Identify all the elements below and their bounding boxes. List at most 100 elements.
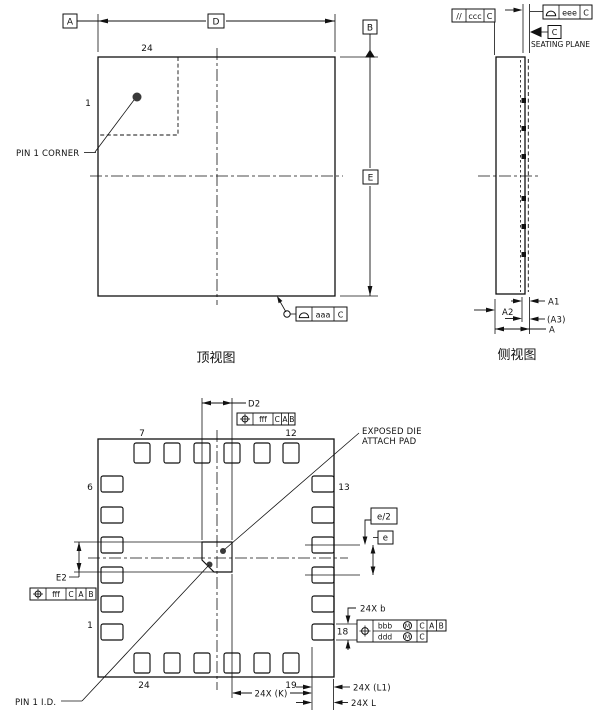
- arrowhead: [277, 296, 283, 304]
- fcf-datum: A: [78, 590, 84, 599]
- aaa-datum: C: [338, 311, 344, 320]
- left-pad-column: [100, 475, 124, 641]
- datum-b-label: B: [367, 24, 373, 34]
- side-view-caption: 侧视图: [497, 348, 536, 363]
- arrowhead: [232, 690, 241, 696]
- exposed-die-attach-pad: [201, 541, 233, 573]
- package-body-outline: [97, 56, 336, 297]
- pin6-label: 6: [87, 483, 93, 493]
- dim-d2-label: D2: [248, 400, 260, 410]
- dim-e-half-label: e/2: [377, 513, 391, 523]
- arrowhead: [362, 536, 368, 545]
- arrowhead: [303, 690, 312, 696]
- arrowhead: [202, 400, 211, 406]
- arrowhead: [367, 286, 373, 296]
- pin1-id-leader: [81, 564, 210, 702]
- dim-a-label: A: [549, 326, 555, 336]
- parallelism-icon: //: [456, 12, 462, 21]
- datum-a-label: A: [67, 18, 74, 28]
- mmc-modifier-icon: [403, 621, 412, 631]
- b-fcf: bbb M C A B ddd M C: [356, 619, 447, 643]
- ccc-value: ccc: [468, 12, 481, 21]
- package-body-outline: [97, 438, 335, 678]
- pin1-id-label: PIN 1 I.D.: [15, 698, 56, 708]
- position-tolerance-icon: [359, 625, 371, 637]
- bottom-view: 7 12 6 13 1 18 24 19 D2 fff C A B: [15, 398, 447, 710]
- fcf-value: ddd: [378, 632, 393, 641]
- mmc-modifier: M: [405, 623, 410, 630]
- e-half-box: [370, 507, 398, 525]
- pin24-label: 24: [138, 681, 150, 691]
- arrowhead: [76, 563, 82, 572]
- position-tolerance-icon: [33, 589, 43, 599]
- pin12-label: 12: [285, 429, 296, 439]
- mmc-modifier-icon: [403, 632, 412, 642]
- fcf-datum: C: [419, 621, 424, 630]
- pin1-label: 1: [87, 621, 93, 631]
- arrowhead: [303, 700, 312, 705]
- datum-b-triangle: [365, 49, 375, 58]
- ccc-datum: C: [487, 12, 493, 21]
- arrowhead: [325, 18, 335, 24]
- arrowhead: [520, 326, 530, 332]
- exposed-pad-label-line1: EXPOSED DIE: [362, 427, 422, 437]
- top-view: PIN 1 CORNER 24 1 A D B E: [16, 13, 379, 366]
- pin24-label: 24: [141, 44, 153, 54]
- arrowhead: [370, 566, 376, 575]
- pin13-label: 13: [338, 483, 349, 493]
- exposed-pad-label-line2: ATTACH PAD: [362, 437, 417, 447]
- b-bracket: [347, 607, 356, 616]
- arrowhead: [529, 298, 539, 304]
- arrowhead: [513, 298, 522, 304]
- dim-k-label: 24X (K): [255, 690, 288, 700]
- top-pad-row: [133, 442, 300, 464]
- fcf-datum: B: [88, 590, 93, 599]
- arrowhead: [223, 400, 232, 406]
- bottom-pad-row: [133, 652, 300, 674]
- mmc-modifier: M: [405, 634, 410, 641]
- pin7-label: 7: [139, 429, 145, 439]
- arrowhead: [345, 615, 351, 624]
- fcf-datum: C: [419, 632, 424, 641]
- arrowhead: [333, 684, 343, 690]
- fcf-datum: A: [282, 415, 288, 424]
- arrowhead: [529, 316, 539, 322]
- eee-value: eee: [562, 9, 577, 18]
- dim-e-label: e: [383, 534, 388, 544]
- arrowhead: [370, 545, 376, 554]
- dim-l-label: 24X L: [351, 699, 376, 709]
- terminal-stubs: [521, 98, 526, 257]
- pin1-marker-dot: [132, 92, 142, 102]
- aaa-leader-circle: [283, 310, 291, 318]
- d2-fcf: fff C A B: [236, 412, 296, 426]
- fcf-datum: A: [429, 621, 435, 630]
- dim-a1-label: A1: [548, 298, 560, 308]
- eee-datum: C: [583, 9, 589, 18]
- dim-l1-label: 24X (L1): [353, 684, 391, 694]
- arrowhead: [513, 316, 522, 321]
- pin1-label: 1: [85, 99, 91, 109]
- seating-datum-c-box: [547, 25, 562, 39]
- arrowhead: [486, 307, 495, 313]
- seating-plane-label: SEATING PLANE: [531, 40, 590, 49]
- dim-b-label: 24X b: [360, 605, 386, 615]
- arrowhead: [345, 640, 351, 649]
- fcf-datum: C: [275, 415, 280, 424]
- dim-a3-label: (A3): [547, 316, 566, 326]
- side-view: // ccc C eee C C SEATING PLANE A1 A2: [451, 4, 593, 363]
- position-tolerance-icon: [240, 414, 250, 424]
- arrowhead: [495, 326, 504, 332]
- arrowhead: [98, 18, 108, 24]
- fcf-value: fff: [52, 590, 60, 599]
- dim-e2-label: E2: [56, 574, 67, 584]
- arrowhead: [303, 684, 312, 690]
- side-body-outline: [495, 56, 526, 295]
- exposed-pad-leader: [223, 432, 360, 551]
- seating-plane-triangle: [530, 26, 542, 38]
- e2-fcf: fff C A B: [29, 587, 97, 601]
- fcf-datum: B: [439, 621, 444, 630]
- fcf-value: bbb: [378, 621, 393, 630]
- dim-e-box: [362, 169, 379, 185]
- arrowhead: [76, 542, 82, 551]
